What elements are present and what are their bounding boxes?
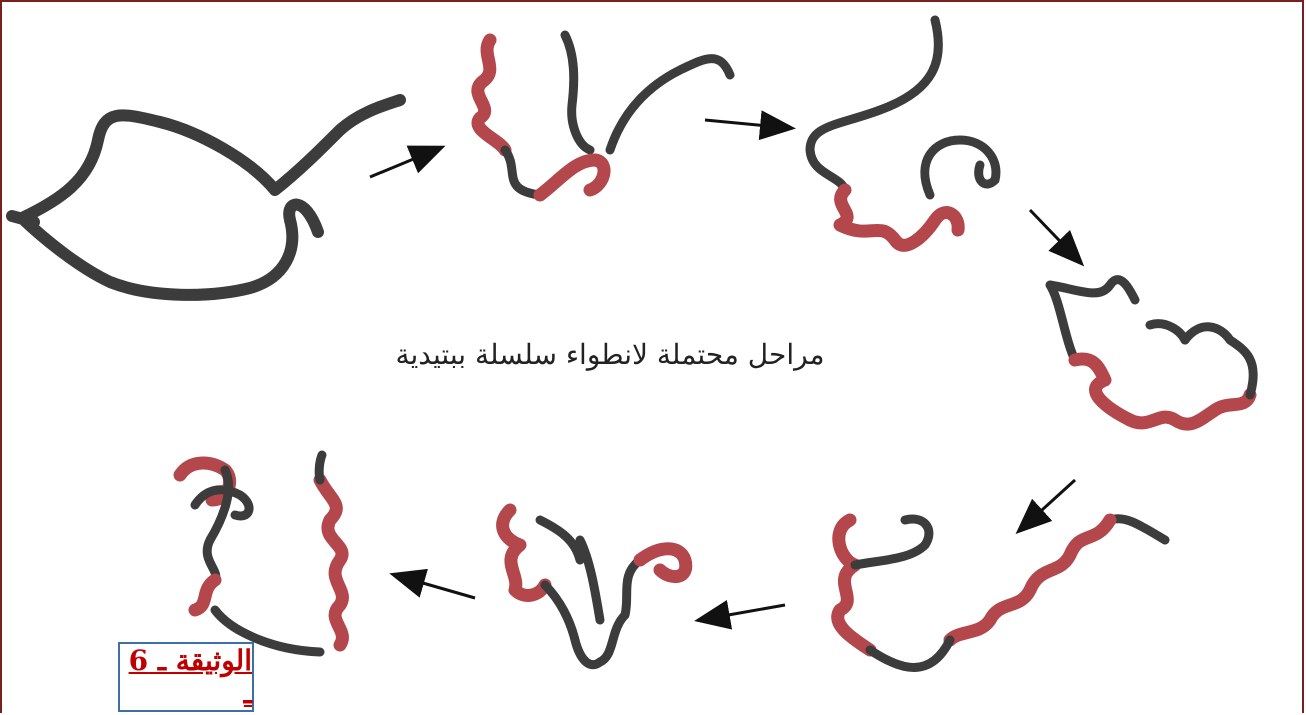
arrow-4-to-5 <box>1020 480 1075 530</box>
stage-4-fold <box>1050 280 1253 425</box>
arrow-6-to-7 <box>395 575 475 598</box>
arrow-5-to-6 <box>700 605 785 620</box>
arrow-3-to-4 <box>1030 210 1080 262</box>
stage-3-fold <box>810 20 996 245</box>
arrow-2-to-3 <box>705 120 790 128</box>
arrow-1-to-2 <box>370 148 440 177</box>
stage-5-fold <box>838 519 1165 668</box>
stage-7-final-structure <box>180 455 342 652</box>
stage-1-unfolded-chain <box>12 100 400 295</box>
figure-caption: مراحل محتملة لانطواء سلسلة ببتيدية <box>330 338 890 371</box>
stage-6-fold <box>503 510 686 665</box>
stage-2-partial-fold <box>478 35 730 195</box>
document-label: الوثيقة ـ 6 ـ <box>120 644 252 710</box>
document-label-box: الوثيقة ـ 6 ـ <box>118 642 254 712</box>
